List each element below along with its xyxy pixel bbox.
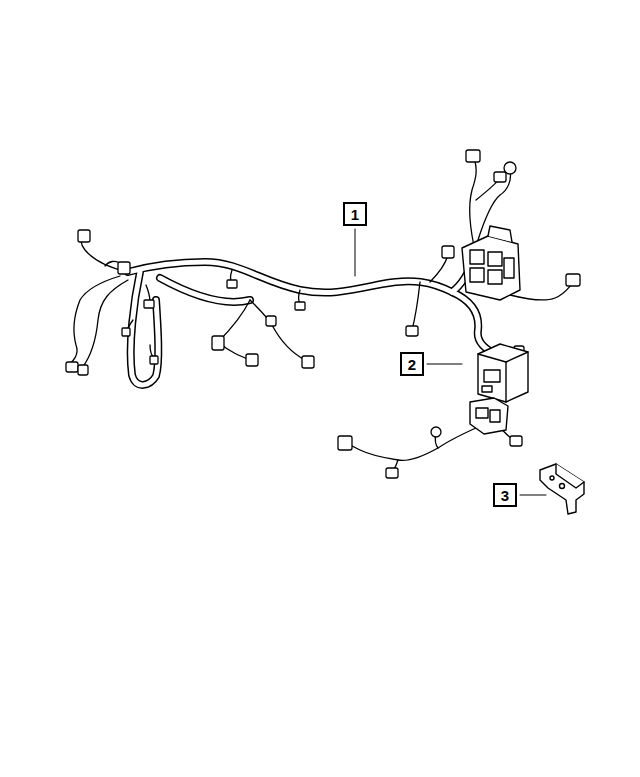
callout-box: 2 (400, 352, 424, 376)
callout-box: 3 (493, 483, 517, 507)
wire (68, 158, 572, 472)
callout-number: 2 (408, 357, 416, 372)
mounting-bracket (540, 464, 584, 514)
relay-block (462, 226, 520, 300)
power-distribution-center (470, 344, 528, 434)
leader-line (355, 229, 546, 495)
connector (66, 150, 580, 478)
callout-box: 1 (343, 202, 367, 226)
cable-fill (128, 255, 498, 385)
cable-outline (128, 255, 498, 385)
callout-number: 3 (501, 488, 509, 503)
callout-number: 1 (351, 207, 359, 222)
